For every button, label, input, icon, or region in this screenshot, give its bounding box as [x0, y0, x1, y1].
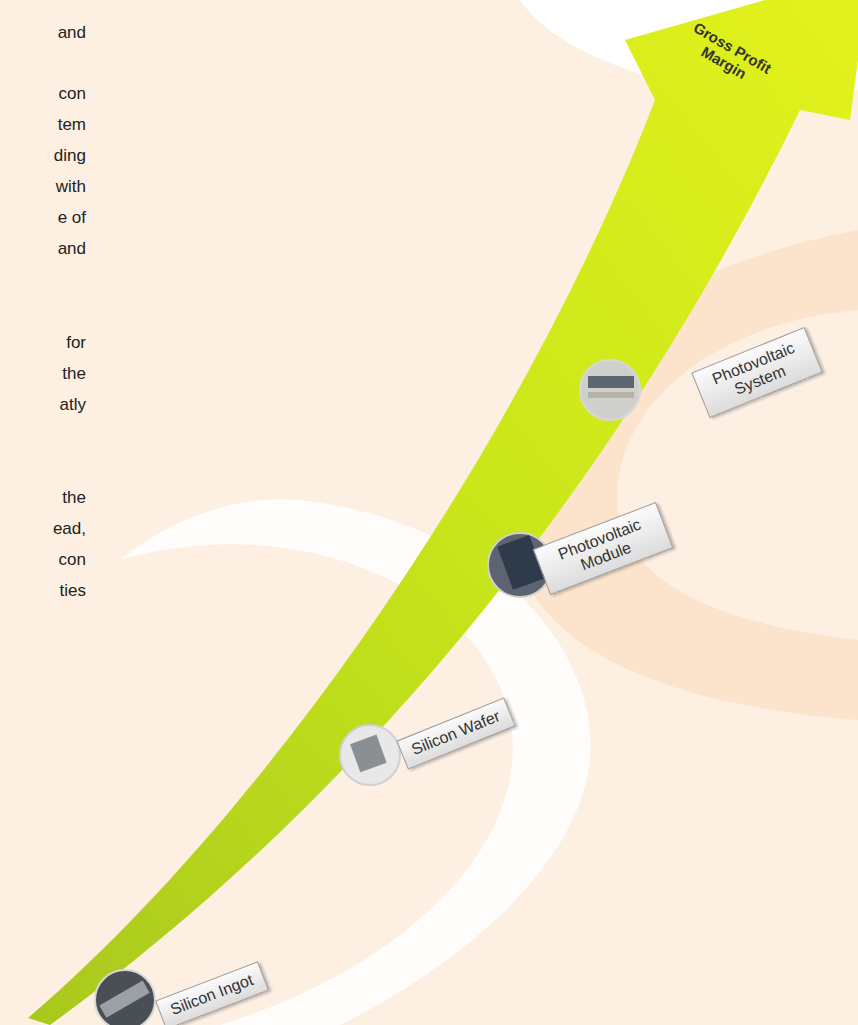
text-fragment: e of — [58, 209, 86, 228]
silicon-wafer-photo — [340, 725, 400, 785]
text-fragment: tem — [58, 116, 86, 135]
stage-label: Silicon Ingot — [168, 970, 257, 1019]
text-fragment: the — [62, 489, 86, 508]
growth-arrow — [28, 0, 858, 1025]
text-fragment: ead, — [53, 520, 86, 539]
silicon-ingot-photo — [95, 970, 155, 1025]
text-fragment: for — [66, 334, 86, 353]
text-fragment: the — [62, 365, 86, 384]
pv-system-photo — [580, 360, 640, 420]
stage-label: Silicon Wafer — [409, 707, 503, 759]
text-fragment: con — [59, 551, 86, 570]
process-box: Silicon Wafer — [396, 697, 515, 769]
text-fragment: and — [58, 240, 86, 259]
text-fragment: with — [56, 178, 86, 197]
text-fragment: ties — [60, 582, 86, 601]
background-swoosh — [120, 499, 591, 1025]
text-fragment: and — [58, 24, 86, 43]
text-fragment: ding — [54, 147, 86, 166]
text-fragment: atly — [60, 396, 86, 415]
text-fragment: con — [59, 85, 86, 104]
